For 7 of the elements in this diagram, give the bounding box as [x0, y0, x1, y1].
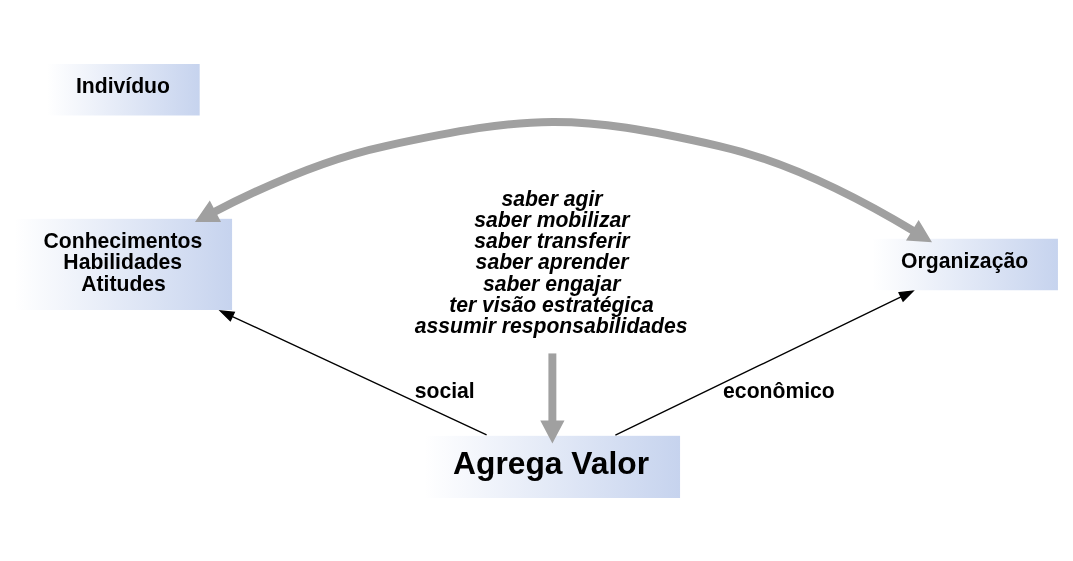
node-text: saber agir saber mobilizar saber transferir saber aprender saber engajar ter visão estratégica assumir responsabilidades	[414, 186, 688, 337]
arrow	[195, 117, 932, 242]
edge-label: social	[414, 378, 475, 402]
arrow	[614, 289, 915, 436]
arrow	[540, 352, 565, 444]
edge-label: econômico	[723, 378, 835, 402]
arrow	[218, 309, 488, 436]
